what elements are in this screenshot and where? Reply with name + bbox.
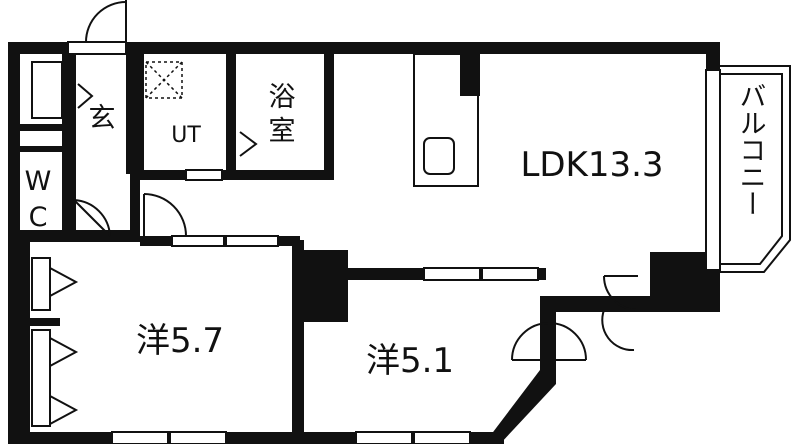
western-room-2-label: 洋5.1 (366, 341, 454, 381)
interior-doors (73, 193, 639, 361)
ut-label: UT (171, 123, 201, 148)
wc-label-w: W (25, 166, 52, 197)
balcony (720, 65, 791, 273)
wc-label-c: C (29, 202, 48, 233)
western-room-1-label: 洋5.7 (136, 321, 224, 361)
bath-label-2: 室 (269, 116, 296, 147)
entrance-door (67, 0, 127, 55)
bath-label-1: 浴 (269, 82, 296, 113)
windows (111, 69, 721, 444)
washer-icon (145, 61, 183, 99)
kitchen-counter (413, 53, 479, 187)
interior-walls (20, 42, 708, 432)
ldk-label: LDK13.3 (520, 145, 663, 185)
genkan-label: 玄 (89, 103, 116, 134)
closet-marks (31, 61, 258, 427)
balcony-label: バルコニー (735, 82, 766, 217)
